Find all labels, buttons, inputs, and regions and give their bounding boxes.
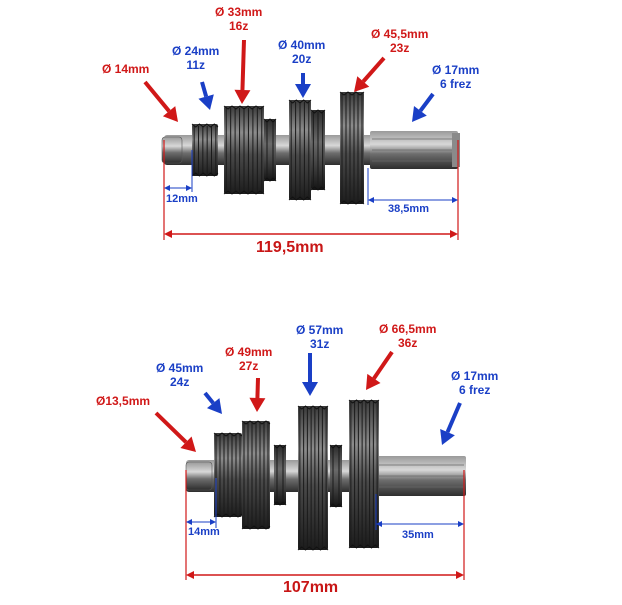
- top-gear-40a: [288, 99, 312, 201]
- top-arrow-gear-24: [198, 81, 214, 110]
- bottom-arrow-gear-49: [249, 377, 266, 412]
- bottom-collar-2: [329, 444, 343, 508]
- top-arrow-shaft-end: [143, 80, 178, 122]
- bottom-arrow-gear-45: [203, 391, 222, 414]
- bottom-dim-right: 35mm: [402, 529, 434, 541]
- top-dim-total: 119,5mm: [256, 239, 324, 256]
- bottom-shaft: [185, 399, 466, 551]
- bottom-arrow-gear-57: [302, 353, 318, 396]
- top-label-shaft-end: Ø 14mm: [102, 62, 150, 76]
- top-shaft: [161, 91, 460, 205]
- top-arrow-gear-45-5: [354, 56, 386, 92]
- top-gear-40b: [310, 109, 326, 191]
- bottom-collar-1: [273, 444, 287, 506]
- top-arrow-spline: [412, 92, 435, 122]
- bottom-dim-total: 107mm: [283, 579, 339, 596]
- top-gears: [191, 91, 365, 205]
- top-spline-lines: [372, 138, 456, 162]
- top-arrow-gear-40: [295, 73, 311, 98]
- bottom-label-shaft-end: Ø13,5mm: [96, 394, 151, 408]
- top-dimension-lines: [163, 140, 459, 240]
- top-gear-24: [191, 123, 219, 177]
- callout-arrows: [143, 39, 462, 452]
- top-arrow-gear-33: [234, 39, 251, 104]
- bottom-gear-57: [297, 405, 329, 551]
- bottom-dim-left: 14mm: [188, 526, 220, 538]
- top-gear-33: [223, 105, 265, 195]
- top-shaft-left-end: [161, 136, 183, 164]
- top-shaft-right-end: [452, 133, 460, 167]
- bottom-arrow-shaft-end: [154, 411, 196, 452]
- bottom-arrow-spline: [440, 402, 462, 445]
- bottom-spline-lines: [378, 464, 464, 488]
- top-dim-left: 12mm: [166, 193, 198, 205]
- top-dim-right: 38,5mm: [388, 203, 429, 215]
- bottom-arrow-gear-66-5: [366, 350, 394, 390]
- bottom-dimension-lines: [185, 470, 465, 580]
- bottom-gear-66-5: [348, 399, 380, 549]
- bottom-gear-45: [213, 432, 243, 518]
- bottom-shaft-left-end: [185, 461, 213, 491]
- bottom-gears: [213, 399, 380, 551]
- top-gear-45-5: [339, 91, 365, 205]
- bottom-gear-49: [241, 420, 271, 530]
- top-collar-1: [263, 118, 277, 182]
